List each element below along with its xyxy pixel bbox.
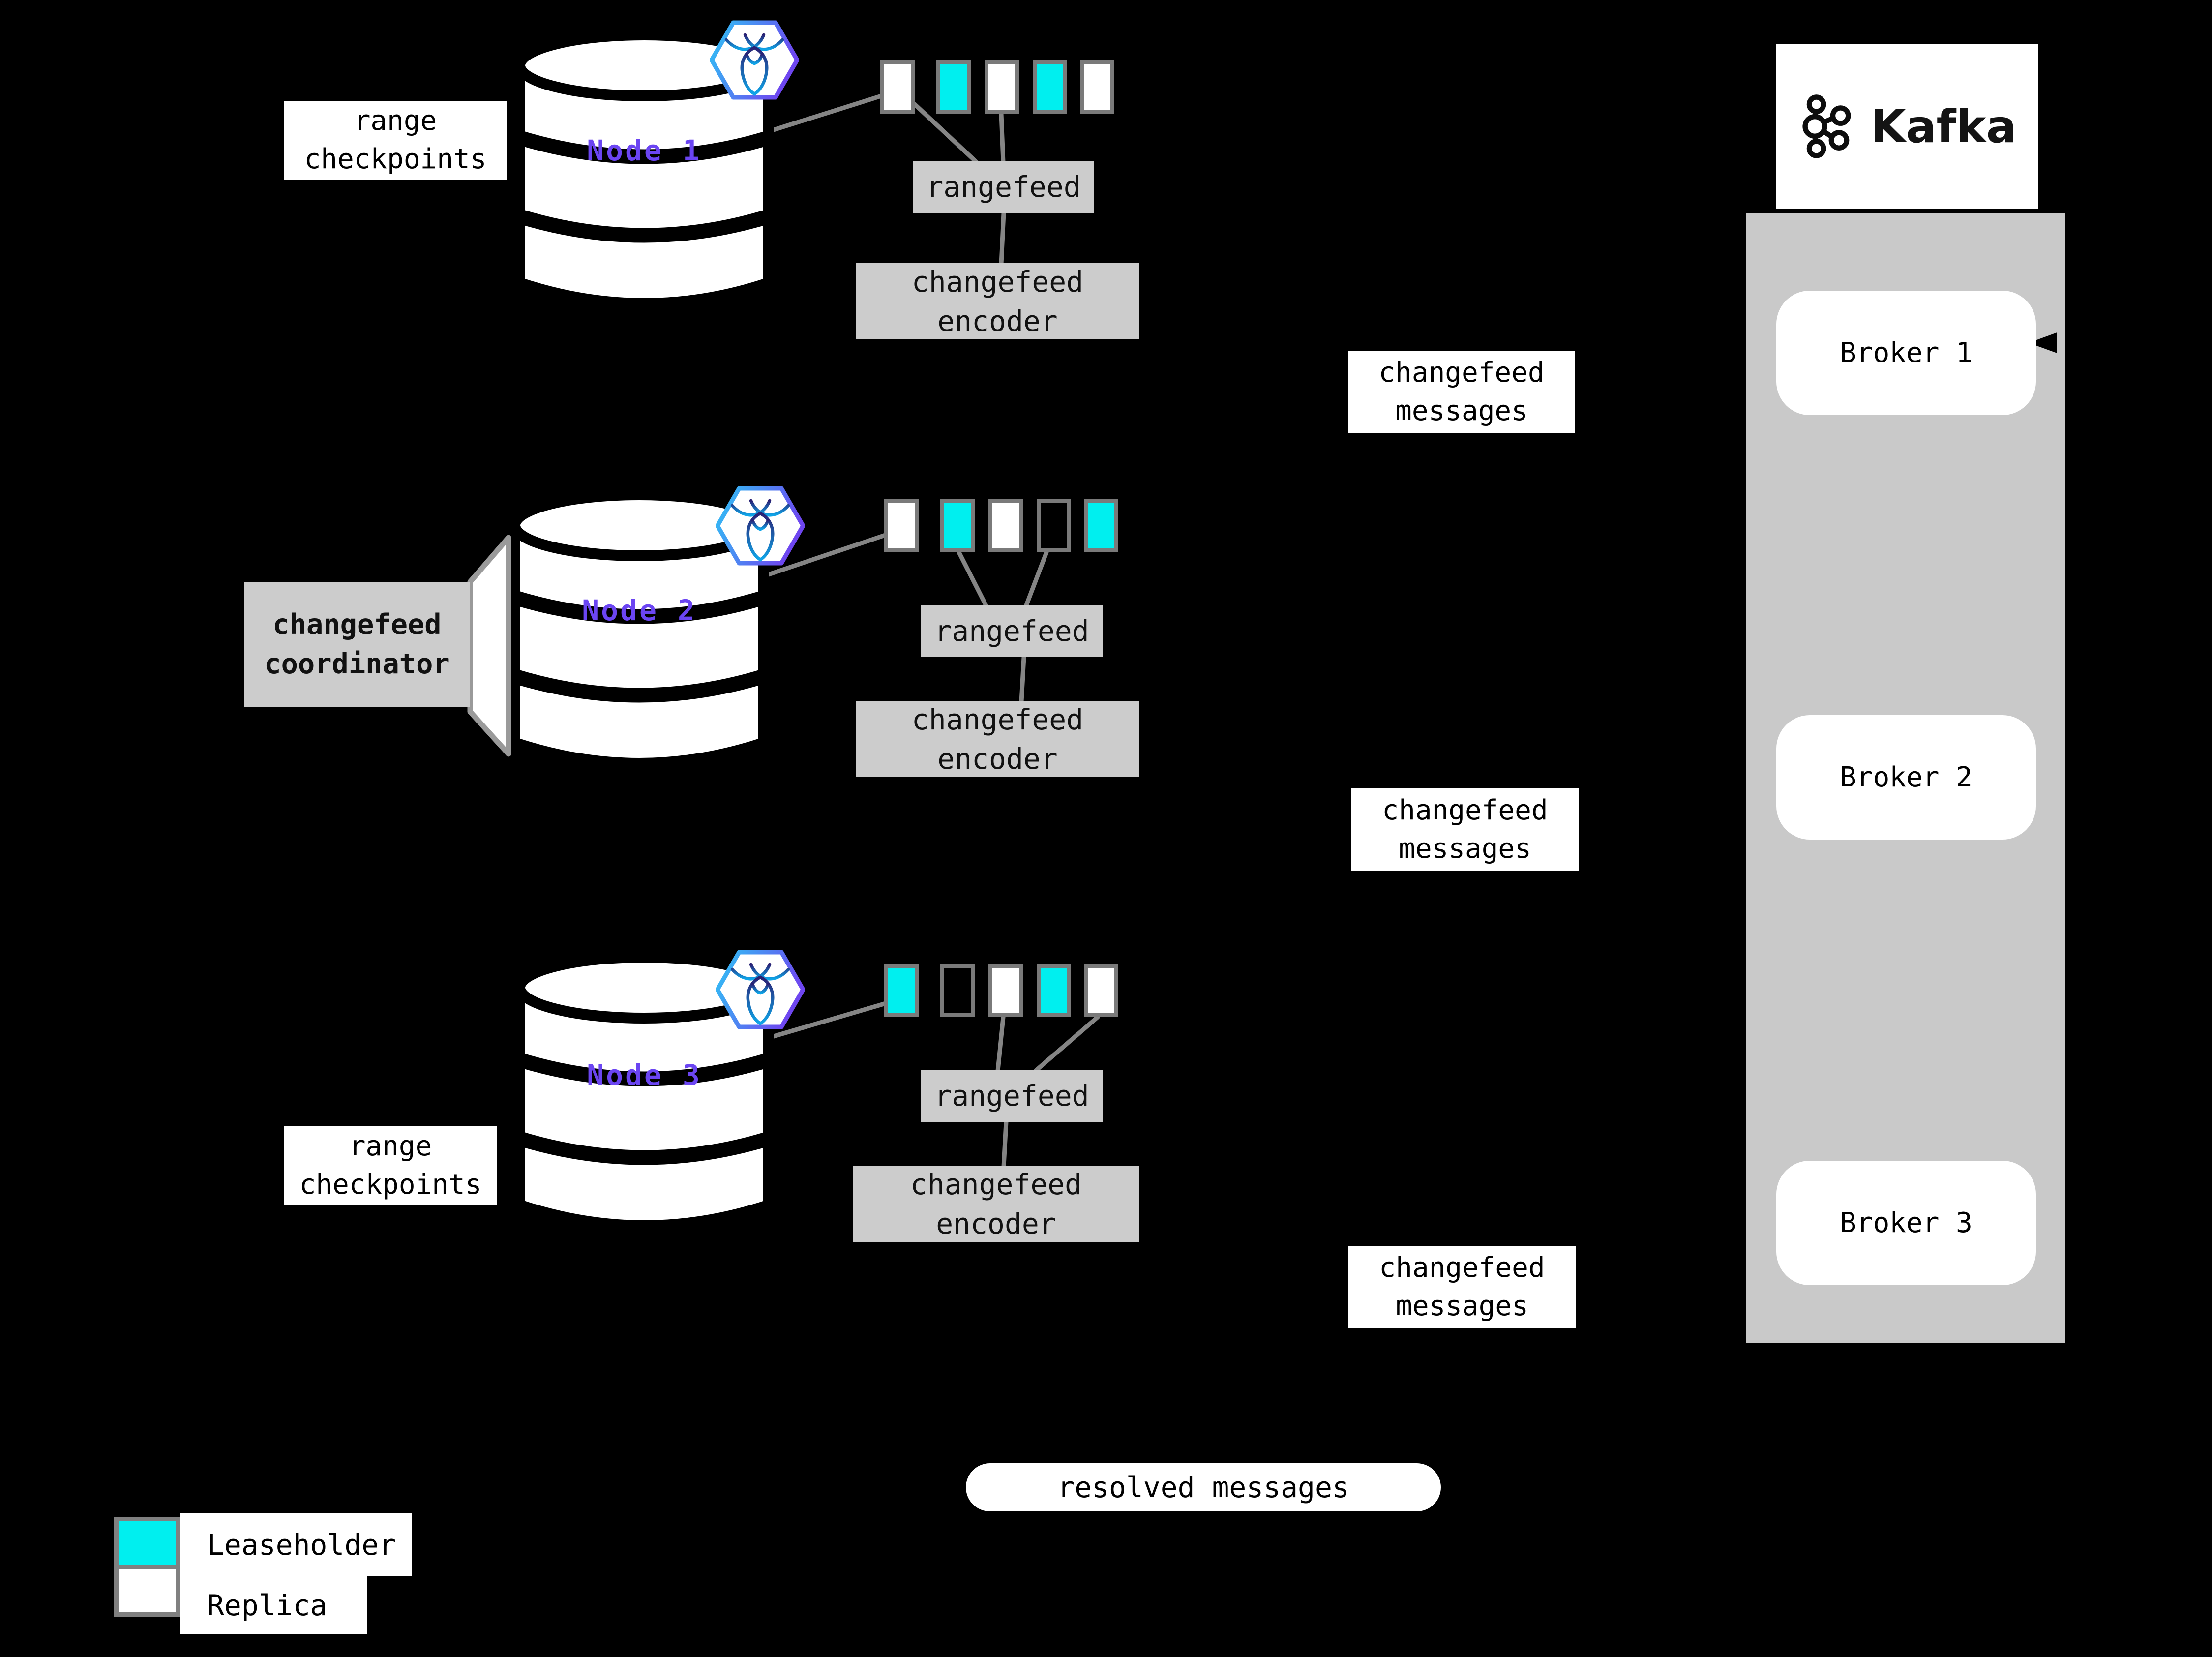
connector-line (1033, 1015, 1100, 1073)
broker-3: Broker 3 (1776, 1161, 2036, 1285)
connector-line (1001, 1119, 1009, 1169)
connector-line (999, 211, 1006, 267)
broker-1: Broker 1 (1776, 291, 2036, 415)
label-line: range (354, 105, 437, 137)
label-line: checkpoints (304, 143, 487, 175)
range-rect (1037, 499, 1071, 552)
connector-line (770, 93, 884, 133)
label-line: messages (1399, 832, 1531, 865)
legend-replica-label: Replica (180, 1576, 367, 1634)
connector-line (995, 1015, 1006, 1073)
rangefeed-box: rangefeed (921, 605, 1103, 657)
node1-label: Node 1 (587, 134, 702, 167)
cockroachdb-hexagon-icon (716, 486, 805, 566)
node3-label: Node 3 (587, 1058, 702, 1092)
label-line: changefeed (911, 265, 1084, 299)
range-rect (1033, 60, 1067, 114)
changefeed-encoder-box: changefeed encoder (856, 263, 1139, 339)
range-rect (988, 964, 1023, 1017)
range-rect (880, 60, 915, 114)
kafka-logo: Kafka (1776, 44, 2038, 209)
connector-line (957, 550, 989, 609)
replica-swatch (114, 1565, 180, 1617)
cockroachdb-hexagon-icon (710, 20, 799, 100)
leaseholder-swatch (114, 1517, 180, 1569)
connector-line (912, 102, 979, 165)
label-line: encoder (936, 1206, 1056, 1240)
range-rect (884, 964, 919, 1017)
label-line: changefeed (1382, 794, 1548, 826)
range-rect (1037, 964, 1071, 1017)
connector-line (766, 533, 888, 577)
legend-swatches (114, 1517, 180, 1617)
label-line: checkpoints (299, 1169, 482, 1201)
label-line: range (349, 1130, 432, 1162)
range-rect (940, 964, 975, 1017)
range-rect (1084, 964, 1118, 1017)
label-line: changefeed (911, 702, 1084, 736)
node1-database-cylinder (514, 30, 774, 309)
changefeed-messages-label: changefeed messages (1348, 351, 1575, 433)
range-checkpoints-label: range checkpoints (284, 101, 507, 180)
label-line: coordinator (264, 648, 450, 680)
kafka-logo-icon (1802, 94, 1851, 158)
label-line: changefeed (1378, 356, 1545, 389)
node2-label: Node 2 (582, 594, 697, 627)
changefeed-messages-label: changefeed messages (1351, 788, 1579, 871)
connector-line (1023, 550, 1049, 609)
rangefeed-box: rangefeed (921, 1070, 1103, 1122)
changefeed-messages-label: changefeed messages (1348, 1246, 1576, 1328)
label-line: changefeed (1379, 1251, 1545, 1284)
legend-leaseholder-label: Leaseholder (180, 1513, 412, 1576)
kafka-wordmark: Kafka (1871, 100, 2017, 153)
changefeed-coordinator-box: changefeed coordinator (244, 582, 470, 707)
changefeed-encoder-box: changefeed encoder (856, 701, 1139, 777)
resolved-messages-pill: resolved messages (966, 1463, 1441, 1511)
broker-2: Broker 2 (1776, 715, 2036, 840)
changefeed-encoder-box: changefeed encoder (853, 1166, 1139, 1242)
connector-line (1019, 655, 1026, 704)
label-line: changefeed (910, 1167, 1082, 1201)
range-rect (988, 499, 1023, 552)
range-rect (936, 60, 971, 114)
label-line: encoder (937, 742, 1058, 776)
range-rect (940, 499, 975, 552)
cockroachdb-hexagon-icon (716, 950, 805, 1029)
node3-database-cylinder (514, 952, 774, 1231)
range-rect (1080, 60, 1114, 114)
connector-line (766, 1001, 888, 1040)
connector-line (999, 111, 1006, 165)
range-rect (985, 60, 1019, 114)
range-rect (1084, 499, 1118, 552)
label-line: changefeed (272, 608, 442, 641)
label-line: messages (1395, 394, 1528, 427)
rangefeed-box: rangefeed (913, 161, 1094, 213)
range-checkpoints-label: range checkpoints (284, 1126, 497, 1205)
range-rect (884, 499, 919, 552)
label-line: messages (1396, 1290, 1528, 1322)
label-line: encoder (937, 304, 1058, 338)
